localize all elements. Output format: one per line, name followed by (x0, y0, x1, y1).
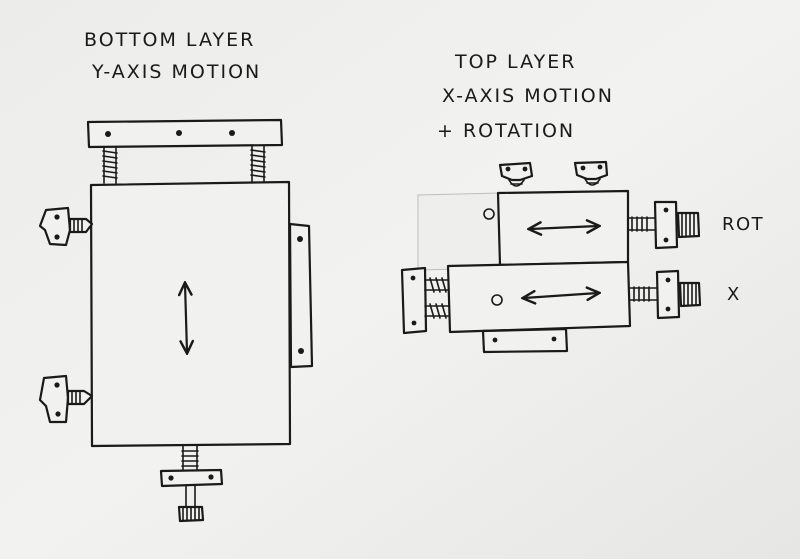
y-adjust-knob-lower (38, 374, 94, 424)
spring-left (102, 146, 118, 184)
rotation-label: ROT (722, 214, 764, 235)
rotation-clamp-left (498, 161, 534, 187)
x-adjuster (629, 269, 702, 320)
rotation-adjuster (627, 200, 701, 250)
top-layer-title-line1: TOP LAYER (454, 51, 576, 73)
x-label: X (727, 284, 741, 305)
bottom-layer-drawing (38, 118, 314, 523)
top-layer-title-line2: X-AXIS MOTION (442, 85, 614, 107)
top-layer-drawing: ROT X (400, 160, 764, 354)
spring-right (250, 145, 266, 183)
top-layer-title-line3: + ROTATION (437, 120, 575, 142)
y-leadscrew (159, 445, 224, 523)
x-spring-bracket (400, 266, 449, 335)
bottom-layer-title-line1: BOTTOM LAYER (84, 29, 255, 51)
rotation-clamp-right (573, 160, 609, 186)
bottom-layer-title-line2: Y-AXIS MOTION (91, 61, 261, 83)
y-adjust-knob-upper (38, 206, 94, 247)
